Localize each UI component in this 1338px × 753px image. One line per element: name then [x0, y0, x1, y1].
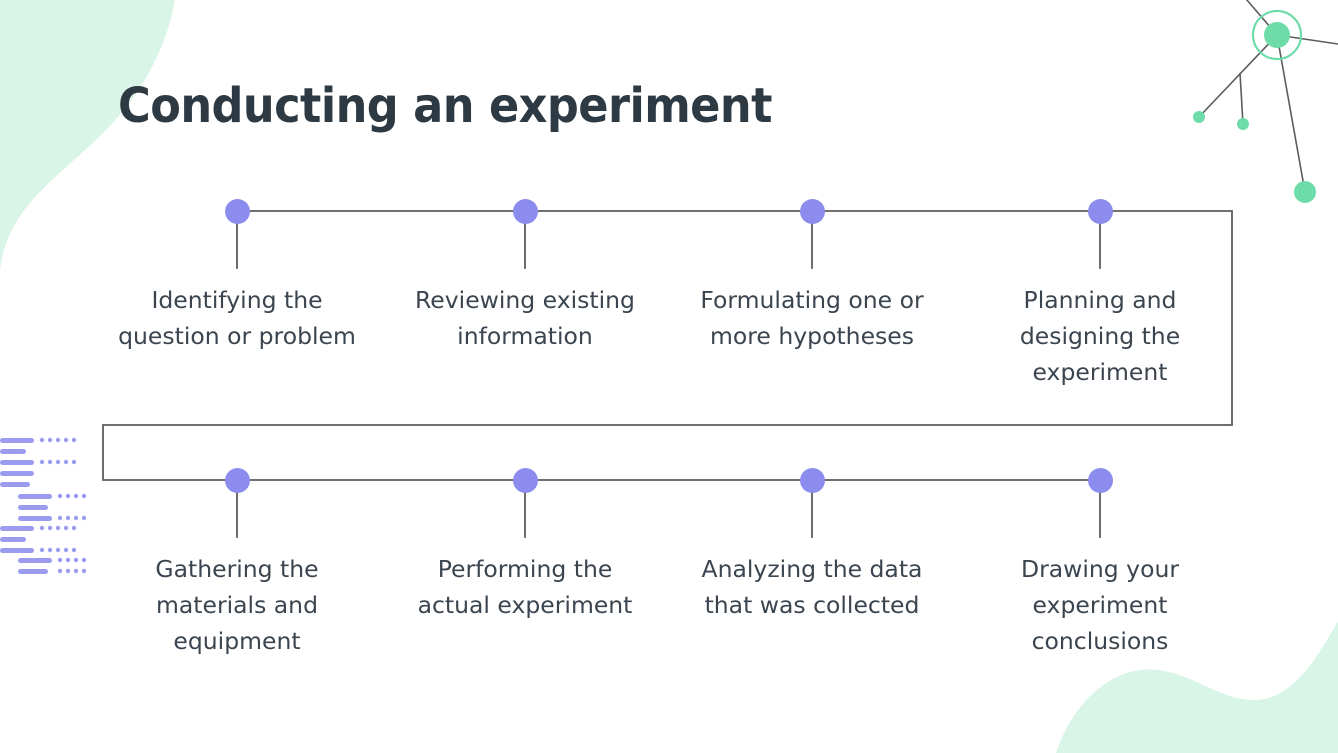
step-label-line: Identifying the — [151, 286, 323, 314]
step-label-line: Performing the — [437, 555, 613, 583]
timeline-node-4[interactable] — [1087, 198, 1113, 224]
step-label-6: Performing the actual experiment — [400, 551, 650, 623]
step-label-2: Reviewing existing information — [400, 282, 650, 354]
step-label-line: Analyzing the data — [701, 555, 923, 583]
step-label-line: conclusions — [1031, 627, 1169, 655]
timeline-node-3[interactable] — [799, 198, 825, 224]
connector-path — [102, 210, 1233, 481]
step-label-line: Reviewing existing — [415, 286, 635, 314]
step-label-1: Identifying the question or problem — [112, 282, 362, 354]
step-label-line: designing the — [1019, 322, 1181, 350]
step-label-8: Drawing your experiment conclusions — [975, 551, 1225, 659]
timeline-node-2[interactable] — [512, 198, 538, 224]
step-label-3: Formulating one or more hypotheses — [687, 282, 937, 354]
step-label-5: Gathering the materials and equipment — [112, 551, 362, 659]
step-label-line: Drawing your — [1020, 555, 1180, 583]
step-label-line: materials and — [155, 591, 318, 619]
step-label-line: actual experiment — [417, 591, 633, 619]
step-label-line: Gathering the — [155, 555, 319, 583]
step-label-line: question or problem — [118, 322, 356, 350]
step-label-line: that was collected — [704, 591, 920, 619]
timeline-node-8[interactable] — [1087, 467, 1113, 493]
timeline-node-6[interactable] — [512, 467, 538, 493]
page-title: Conducting an experiment — [118, 78, 772, 134]
step-label-line: experiment — [1032, 591, 1168, 619]
timeline-node-5[interactable] — [224, 467, 250, 493]
step-label-4: Planning and designing the experiment — [975, 282, 1225, 390]
step-label-line: Formulating one or — [700, 286, 924, 314]
step-label-line: information — [457, 322, 593, 350]
timeline-node-7[interactable] — [799, 467, 825, 493]
step-label-line: experiment — [1032, 358, 1168, 386]
step-label-line: Planning and — [1023, 286, 1177, 314]
step-label-line: more hypotheses — [710, 322, 914, 350]
timeline-node-1[interactable] — [224, 198, 250, 224]
step-label-7: Analyzing the data that was collected — [687, 551, 937, 623]
step-label-line: equipment — [173, 627, 301, 655]
